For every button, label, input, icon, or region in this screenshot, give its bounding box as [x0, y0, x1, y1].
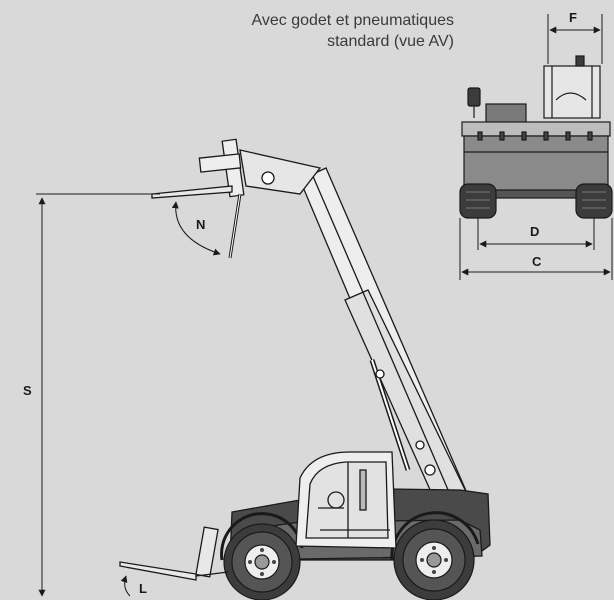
operator-cab — [295, 451, 397, 549]
view-caption: Avec godet et pneumatiques standard (vue… — [251, 10, 454, 52]
rear-wheel — [393, 519, 475, 600]
dimension-label-s: S — [23, 383, 32, 398]
lowered-fork — [119, 526, 229, 581]
raised-fork-carriage — [151, 138, 245, 259]
dimension-label-n: N — [196, 217, 206, 232]
side-view-dimensions — [36, 193, 221, 597]
dimension-label-l: L — [139, 581, 147, 596]
caption-line-1: Avec godet et pneumatiques — [251, 12, 454, 29]
dimension-label-c: C — [532, 254, 542, 269]
caption-line-2: standard (vue AV) — [327, 33, 454, 50]
dimension-label-f: F — [569, 10, 577, 25]
front-view-dimensions — [459, 14, 613, 280]
front-view-machine — [459, 55, 613, 219]
telescopic-boom — [239, 149, 471, 513]
dimension-label-d: D — [530, 224, 540, 239]
front-wheel — [223, 523, 301, 600]
